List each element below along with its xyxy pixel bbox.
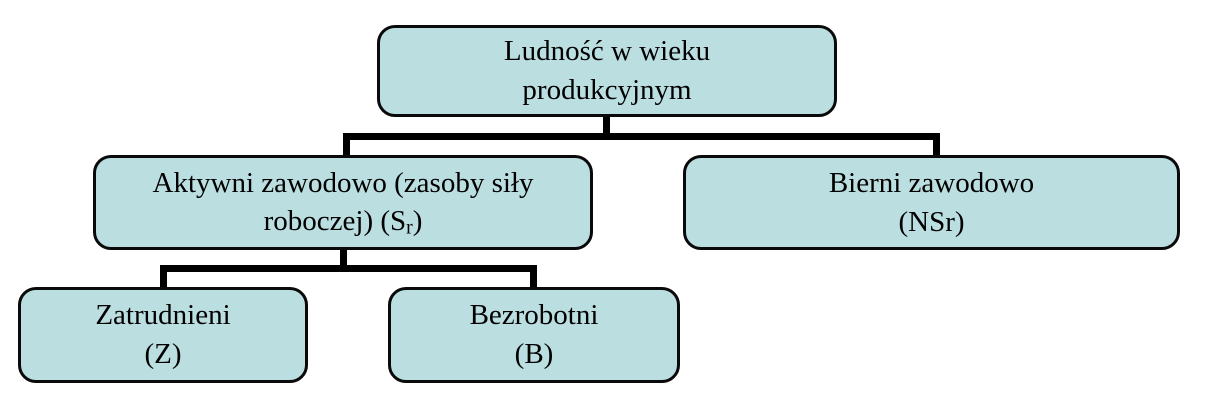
node-label-segment: )	[412, 205, 423, 238]
node-working-age-population: Ludność w wieku produkcyjnym	[377, 25, 837, 117]
node-label-line: Aktywni zawodowo (zasoby siły	[152, 166, 534, 199]
node-economically-active: Aktywni zawodowo (zasoby siły roboczej) …	[93, 155, 593, 250]
node-label-line: (B)	[514, 338, 554, 370]
node-unemployed: Bezrobotni (B)	[388, 287, 680, 383]
node-label-line: (Z)	[144, 338, 182, 370]
node-label-line: produkcyjnym	[522, 74, 692, 106]
node-label-line: Bezrobotni	[469, 299, 599, 332]
connector-drop-passive	[933, 133, 940, 158]
node-label-subscript: r	[406, 216, 413, 239]
connector-active-stub	[340, 248, 347, 269]
node-label-line: Bierni zawodowo	[828, 166, 1035, 199]
connector-level1-horizontal	[343, 133, 940, 140]
connector-drop-employed	[160, 265, 167, 290]
node-economically-passive: Bierni zawodowo (NSr)	[683, 155, 1180, 250]
connector-drop-unemployed	[530, 265, 537, 290]
node-label-line: (NSr)	[898, 205, 965, 238]
node-label-segment: roboczej) (S	[263, 205, 407, 238]
node-label-line: Ludność w wieku	[503, 35, 711, 68]
connector-level2-horizontal	[160, 265, 537, 272]
node-label-line: Zatrudnieni	[95, 299, 231, 332]
node-label-line: roboczej) (Sr)	[264, 202, 423, 241]
connector-drop-active	[343, 133, 350, 158]
node-employed: Zatrudnieni (Z)	[18, 287, 308, 383]
connector-root-stub	[603, 116, 610, 138]
